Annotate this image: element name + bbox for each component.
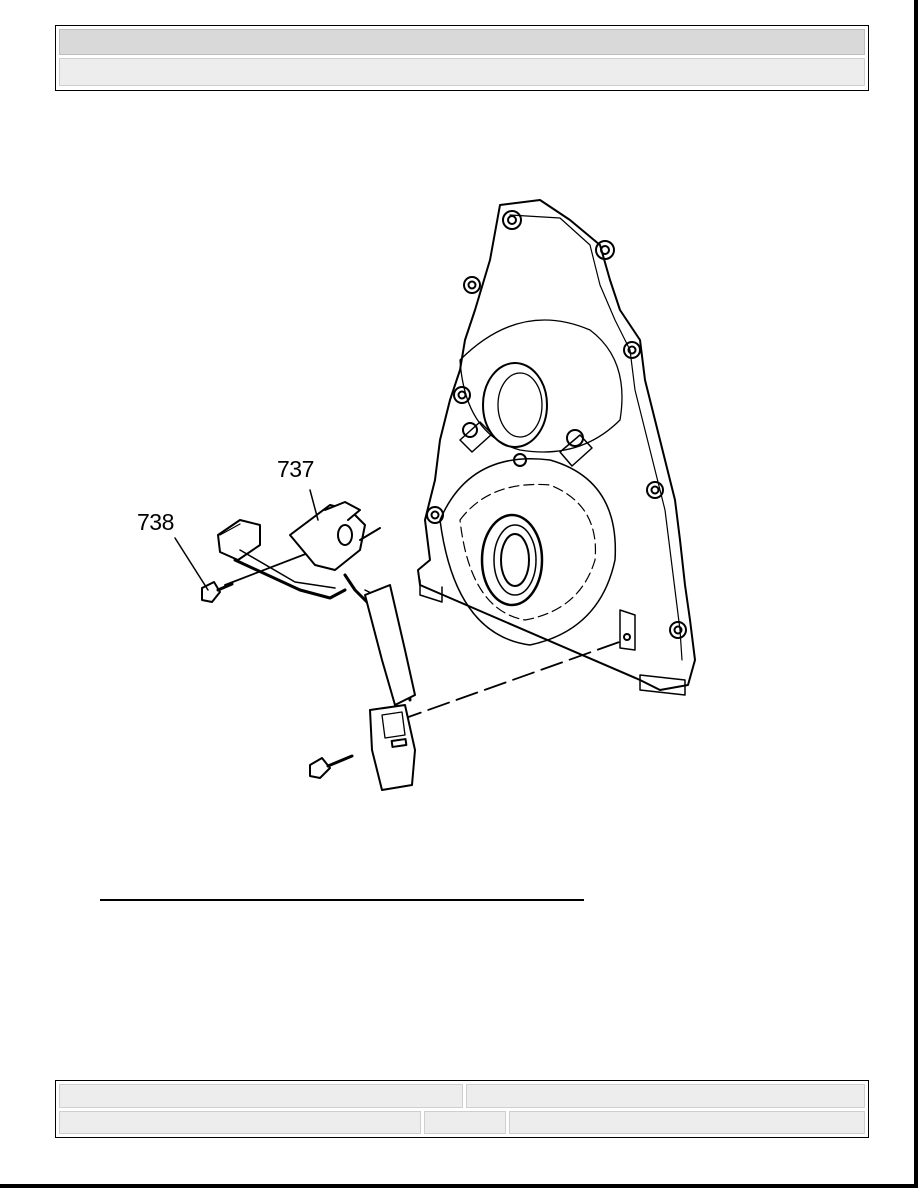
page-header (55, 25, 869, 91)
callout-737: 737 (277, 456, 314, 482)
footer-bottom-middle (424, 1111, 506, 1134)
bolt-738-upper (201, 581, 234, 603)
footer-bottom-right (509, 1111, 865, 1134)
footer-top-right (466, 1084, 865, 1108)
footer-bottom-left (59, 1111, 421, 1134)
bolt-lower (309, 754, 354, 779)
callout-738: 738 (137, 509, 174, 535)
page-footer (55, 1080, 869, 1138)
section-rule (100, 899, 584, 901)
header-subtitle-bar (59, 58, 865, 86)
footer-top-left (59, 1084, 463, 1108)
sensor-737 (289, 501, 381, 571)
engine-front-cover (417, 199, 696, 696)
component-illustration (120, 190, 720, 810)
sensor-harness (217, 519, 416, 791)
header-title-bar (59, 29, 865, 55)
